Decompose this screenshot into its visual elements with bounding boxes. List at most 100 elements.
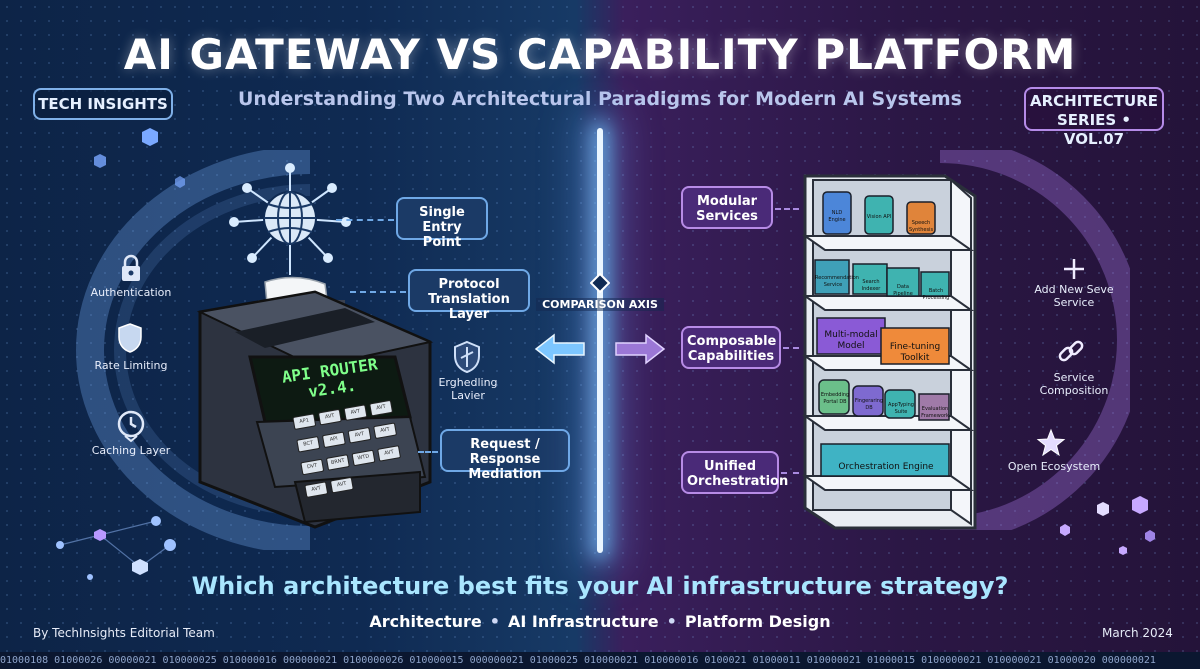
keypad-key: DVT [300, 458, 325, 476]
shelf-item-label: Data Pipeline [893, 284, 913, 297]
unified-orchestration-line1: Unified [703, 459, 757, 474]
hex-decor-top-left [94, 128, 185, 188]
axis-diamond-icon [590, 273, 610, 293]
shelf-item-label: Evaluation Framework [921, 406, 949, 419]
page-title: AI GATEWAY VS CAPABILITY PLATFORM [123, 30, 1077, 79]
request-response-line2: Response Mediation [468, 452, 542, 482]
tag-ai-infrastructure: AI Infrastructure [508, 612, 659, 631]
add-service-line2: Service [1053, 296, 1095, 309]
unified-orchestration-line2: Orchestration [687, 474, 789, 489]
modular-services-callout: Modular Services [681, 186, 773, 229]
shelf-item-label: Fingeraring DB [854, 398, 884, 411]
keypad-key: BRNT [325, 454, 350, 471]
shield-layer-label-line1: Erghedling [438, 376, 498, 389]
shelf-item-label: NLD Engine [828, 210, 846, 223]
unified-orchestration-callout: Unified Orchestration [681, 451, 789, 494]
tech-insights-badge: TECH INSIGHTS [33, 88, 173, 120]
right-arrow-icon [615, 333, 666, 365]
keypad-key: API [321, 431, 346, 449]
shelf-item-label: Batch Processing [922, 288, 950, 301]
single-entry-point-line1: Single [419, 205, 465, 220]
keypad-key: AVT [347, 426, 372, 444]
request-connector [418, 451, 438, 453]
shelf-item-label: Vision API [866, 214, 892, 220]
keypad-key: AVT [343, 404, 368, 421]
tag-separator: • [489, 612, 501, 631]
protocol-translation-callout: Protocol Translation Layer [408, 269, 530, 322]
composable-capabilities-line2: Capabilities [687, 349, 775, 364]
keypad-key: AVT [304, 481, 329, 498]
capability-shelf [801, 174, 977, 530]
composable-capabilities-callout: Composable Capabilities [681, 326, 781, 369]
add-service-label: Add New Seve Service [1026, 283, 1122, 309]
single-entry-point-line2: Entry Point [422, 220, 462, 250]
single-entry-point-callout: Single Entry Point [396, 197, 488, 250]
request-response-line1: Request / [470, 437, 540, 452]
shelf-item-label: Fine-tuning Toolkit [889, 342, 941, 363]
shelf-item-label: Orchestration Engine [838, 462, 934, 472]
series-badge-line1: ARCHITECTURE [1030, 92, 1158, 110]
shield-layer-label-line2: Lavier [451, 389, 485, 402]
keypad-key: AVT [329, 476, 354, 494]
shield-layer-label: Erghedling Lavier [428, 376, 508, 402]
service-composition-line1: Service [1053, 371, 1095, 384]
service-composition-line2: Composition [1039, 384, 1109, 397]
strategy-question: Which architecture best fits your AI inf… [191, 572, 1009, 600]
shelf-item-label: Search Indexer [861, 279, 881, 292]
composable-capabilities-line1: Composable [687, 334, 777, 349]
protocol-translation-line2: Translation Layer [428, 292, 510, 322]
chain-link-icon [1058, 340, 1084, 362]
hex-decor-bottom-right [1060, 496, 1155, 555]
shelf-item-label: Speech Synthesis [908, 220, 934, 233]
unified-connector [781, 472, 799, 474]
clock-shield-icon [117, 410, 145, 443]
publication-date: March 2024 [1102, 626, 1173, 640]
topic-tags: Architecture • AI Infrastructure • Platform … [0, 612, 1200, 631]
node-network-bottom-left [56, 516, 176, 580]
keypad-key: WTD [351, 449, 376, 467]
comparison-axis-label: COMPARISON AXIS [536, 298, 664, 311]
rate-limiting-label: Rate Limiting [94, 359, 168, 372]
left-arrow-icon [534, 333, 585, 365]
shelf-item-label: AppTyping Suite [888, 402, 914, 415]
star-icon [1036, 428, 1066, 457]
tag-architecture: Architecture [369, 612, 482, 631]
author-credit: By TechInsights Editorial Team [33, 626, 215, 640]
comparison-axis-line [597, 128, 603, 553]
add-service-line1: Add New Seve [1034, 283, 1114, 296]
authentication-label: Authentication [90, 286, 172, 299]
series-badge-line2: SERIES • VOL.07 [1056, 111, 1132, 148]
globe-network-icon [229, 163, 351, 275]
protocol-translation-line1: Protocol [438, 277, 500, 292]
tag-separator: • [666, 612, 677, 631]
shelf-item-label: Embedding Portal DB [820, 392, 850, 405]
modular-services-line1: Modular [696, 194, 758, 209]
keypad-key: AVT [317, 408, 342, 426]
shield-icon [118, 323, 142, 353]
keypad-key: AVT [369, 399, 394, 417]
series-badge: ARCHITECTURE SERIES • VOL.07 [1024, 87, 1164, 148]
binary-strip: 01000108 01000026 00000021 010000025 010… [0, 652, 1200, 669]
shelf-item-label: Multi-modal Model [824, 330, 878, 351]
request-response-callout: Request / Response Mediation [440, 429, 570, 482]
modular-services-line2: Services [696, 209, 758, 224]
page-subtitle: Understanding Two Architectural Paradigm… [237, 88, 962, 110]
lock-icon [122, 254, 140, 281]
composable-connector [783, 347, 799, 349]
entry-connector [336, 219, 394, 221]
protocol-connector [350, 291, 406, 293]
keypad-key: AVT [377, 445, 402, 462]
api-router-machine [196, 276, 434, 529]
open-ecosystem-label: Open Ecosystem [1007, 460, 1101, 473]
keypad-key: BCT [296, 436, 321, 453]
modular-connector [775, 208, 799, 210]
keypad-key: AVT [373, 422, 398, 440]
caching-layer-label: Caching Layer [91, 444, 171, 457]
tag-platform-design: Platform Design [684, 612, 831, 631]
plus-icon [1064, 259, 1084, 279]
security-shield-icon [454, 340, 480, 374]
keypad-key: AP1 [292, 413, 317, 430]
platform-arc [939, 150, 1130, 530]
service-composition-label: Service Composition [1026, 371, 1122, 397]
shelf-item-label: Recommendation Service [815, 275, 859, 288]
